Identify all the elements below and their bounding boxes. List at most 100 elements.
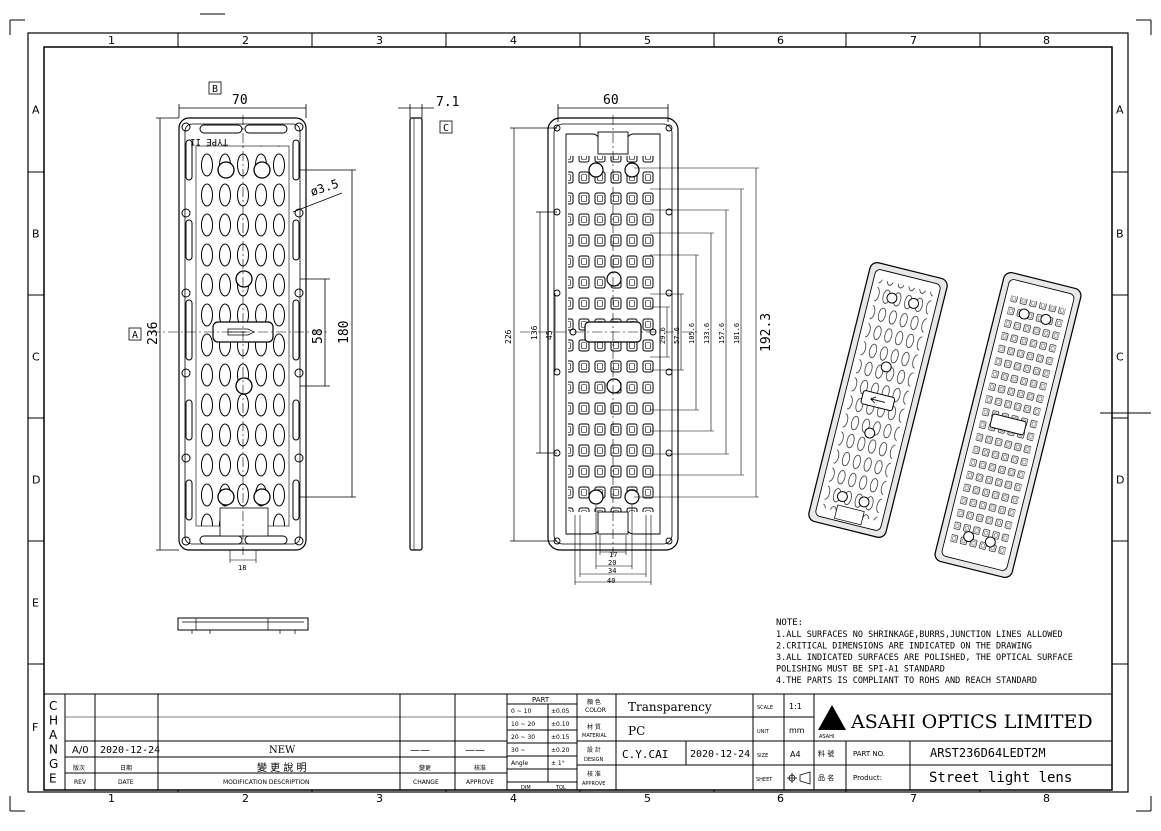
zone-row-label: A <box>1116 104 1124 117</box>
back-right-dim: 29.6 <box>659 327 667 344</box>
product-label-zh: 品 名 <box>818 773 834 782</box>
rev-desc: NEW <box>269 745 296 756</box>
color-label: COLOR <box>585 707 606 714</box>
scale-label: SCALE <box>757 705 773 711</box>
back-right-dim: 133.6 <box>703 323 711 344</box>
back-bottom-dim: 34 <box>608 567 616 575</box>
change-letter: G <box>49 757 58 771</box>
col-change-zh: 變更 <box>419 764 431 772</box>
change-letter: E <box>49 772 57 786</box>
col-desc: MODIFICATION DESCRIPTION <box>223 779 310 786</box>
zone-row-label: A <box>32 104 40 117</box>
color-value: Transparency <box>628 700 712 714</box>
zone-row-label: B <box>1116 228 1124 241</box>
note-line: 3.ALL INDICATED SURFACES ARE POLISHED, T… <box>776 653 1073 663</box>
col-approve-zh: 核准 <box>474 764 486 772</box>
sheet-label: SHEET <box>756 777 773 783</box>
zone-row-label: E <box>32 597 39 610</box>
company-logo: ASAHI <box>818 705 846 740</box>
zone-row-label: D <box>1116 474 1124 487</box>
col-tol: TOL <box>555 785 566 791</box>
rev-date: 2020-12-24 <box>100 745 160 756</box>
zone-col-label: 2 <box>242 34 249 47</box>
scale-value: 1:1 <box>789 702 802 711</box>
zone-col-label: 4 <box>510 792 517 805</box>
notes-title: NOTE: <box>776 618 803 628</box>
back-bottom-dim: 20 <box>608 559 616 567</box>
datum-b-box <box>208 81 222 95</box>
title-block-lines <box>43 693 1113 791</box>
front-inner-dim-58: 58 <box>311 328 326 344</box>
back-left-dim: 226 <box>504 329 513 344</box>
back-width-dim: 60 <box>603 93 619 108</box>
col-rev-zh: 版次 <box>73 764 85 772</box>
design-date: 2020-12-24 <box>690 749 750 760</box>
end-view <box>177 617 309 634</box>
rev-change: —— <box>410 745 430 756</box>
unit-label: UNIT <box>757 729 770 735</box>
front-inner-dim-180: 180 <box>337 321 352 344</box>
note-line: 2.CRITICAL DIMENSIONS ARE INDICATED ON T… <box>776 642 1032 652</box>
change-letter: A <box>49 728 58 742</box>
unit-value: mm <box>789 726 805 735</box>
zone-row-label: C <box>32 351 40 364</box>
zone-row-label: C <box>1116 351 1124 364</box>
back-right-dim: 157.6 <box>718 323 726 344</box>
datum-c: C <box>443 123 449 134</box>
zone-col-label: 4 <box>510 34 517 47</box>
designer: C.Y.CAI <box>622 748 668 761</box>
zone-col-label: 1 <box>108 34 115 47</box>
tol-range: 10 ~ 20 <box>511 721 535 728</box>
product-value: Street light lens <box>929 770 1072 786</box>
zone-col-label: 5 <box>644 34 651 47</box>
col-dim: DIM <box>521 785 531 791</box>
back-left-dim: 136 <box>530 325 539 340</box>
tol-value: ±0.15 <box>551 734 570 741</box>
front-view <box>150 104 356 563</box>
change-letters: CHANGE <box>49 699 58 786</box>
col-date-zh: 日期 <box>120 764 132 772</box>
trim-marks <box>9 13 1152 812</box>
partno-label: PART NO. <box>853 750 885 758</box>
color-label-zh: 顏 色 <box>587 698 601 706</box>
product-label: Product: <box>853 774 882 782</box>
iso-view-back <box>934 271 1082 579</box>
part-header: PART <box>532 696 550 704</box>
zone-col-label: 7 <box>910 792 917 805</box>
side-thickness-dim: 7.1 <box>436 95 459 110</box>
projection-symbol <box>787 771 811 785</box>
zone-row-label: B <box>32 228 40 241</box>
zone-col-label: 1 <box>108 792 115 805</box>
tol-range: 20 ~ 30 <box>511 734 535 741</box>
zone-col-label: 5 <box>644 792 651 805</box>
col-date: DATE <box>118 779 134 786</box>
zone-col-label: 8 <box>1043 792 1050 805</box>
datum-a: A <box>132 330 138 341</box>
note-line: 1.ALL SURFACES NO SHRINKAGE,BURRS,JUNCTI… <box>776 630 1063 640</box>
zone-col-label: 8 <box>1043 34 1050 47</box>
back-right-dim: 105.6 <box>688 323 696 344</box>
notes: NOTE: 1.ALL SURFACES NO SHRINKAGE,BURRS,… <box>776 618 1073 686</box>
company-name: ASAHI OPTICS LIMITED <box>850 711 1093 733</box>
material-label: MATERIAL <box>582 733 607 739</box>
zone-col-label: 2 <box>242 792 249 805</box>
logo-text: ASAHI <box>819 734 834 740</box>
rev-value: A/0 <box>72 745 89 756</box>
change-letter: H <box>49 714 58 728</box>
back-bottom-dim: 17 <box>609 551 617 559</box>
tol-value: ±0.05 <box>551 708 570 715</box>
outer-border <box>27 32 1129 793</box>
back-right-dim: 57.6 <box>673 327 681 344</box>
datum-a-box <box>128 327 142 341</box>
material-label-zh: 材 質 <box>587 723 601 731</box>
size-value: A4 <box>790 750 801 759</box>
tol-range: 30 ~ <box>511 747 526 754</box>
size-label: SIZE <box>757 753 768 759</box>
front-height-dim: 236 <box>146 322 161 345</box>
rev-approve: —— <box>465 745 485 756</box>
